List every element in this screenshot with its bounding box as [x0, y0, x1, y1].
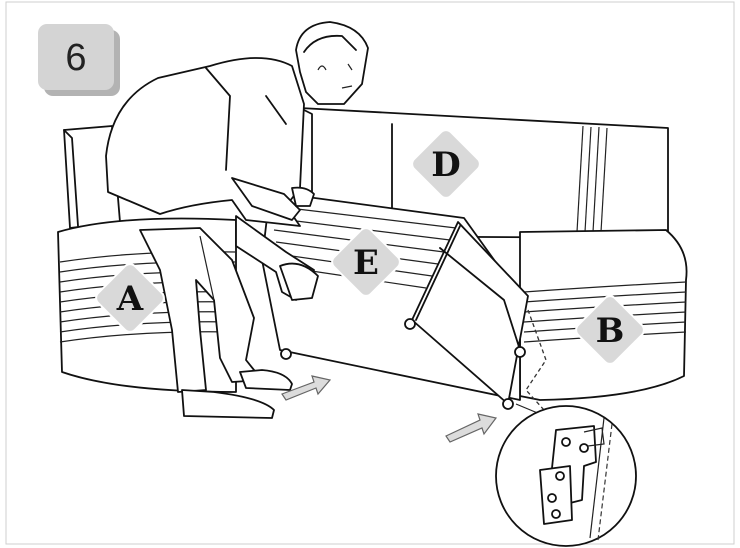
step-badge: 6	[38, 24, 120, 96]
hand-top	[292, 188, 314, 206]
step-number: 6	[65, 37, 86, 79]
shoe-back	[240, 370, 292, 390]
push-arrow-icon	[446, 414, 496, 442]
caster-wheel	[405, 319, 415, 329]
svg-text:E: E	[353, 243, 379, 283]
shoe-front	[182, 390, 274, 418]
svg-text:D: D	[431, 145, 460, 185]
caster-wheel	[281, 349, 291, 359]
head	[296, 22, 368, 104]
caster-wheel	[503, 399, 513, 409]
caster-wheel	[515, 347, 525, 357]
svg-text:A: A	[116, 279, 144, 319]
svg-text:B: B	[596, 311, 625, 351]
